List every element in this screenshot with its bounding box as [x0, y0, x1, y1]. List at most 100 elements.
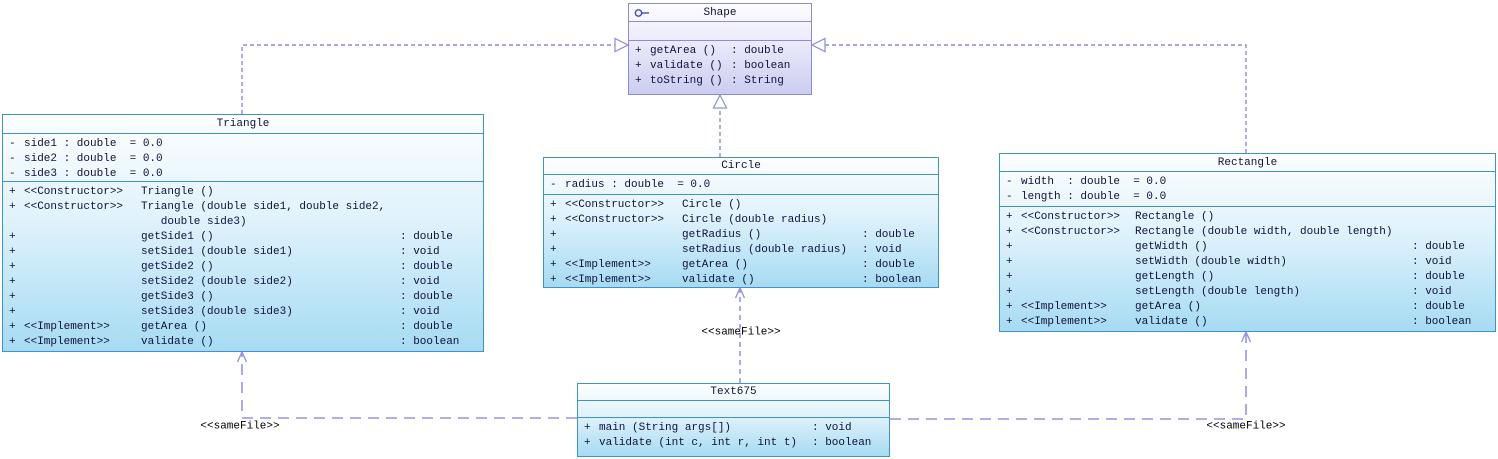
class-title-bar[interactable]: Triangle	[3, 115, 483, 134]
class-title-text: Shape	[703, 7, 737, 19]
stereotype-text: <<Implement>>	[1021, 316, 1107, 328]
attribute-row[interactable]: -side1 : double = 0.0	[3, 137, 483, 152]
class-title-text: Circle	[721, 160, 761, 172]
visibility-symbol: +	[1006, 226, 1013, 238]
method-row[interactable]: +<<Implement>>getArea (): double	[3, 320, 483, 335]
dependency-line[interactable]	[241, 352, 577, 419]
attribute-row[interactable]: -width : double = 0.0	[1000, 175, 1495, 190]
method-return-type: : void	[400, 276, 440, 288]
class-text675[interactable]: Text675 +main (String args[]): void+valid…	[577, 383, 890, 457]
method-name: getLength ()	[1135, 271, 1215, 283]
class-rectangle[interactable]: Rectangle -width : double = 0.0-length : …	[999, 153, 1496, 332]
method-row[interactable]: +getRadius (): double	[544, 228, 938, 243]
method-row[interactable]: +getWidth (): double	[1000, 240, 1495, 255]
method-row[interactable]: +setSide2 (double side2): void	[3, 275, 483, 290]
stereotype-text: <<Constructor>>	[565, 199, 665, 211]
method-name: setSide2 (double side2)	[141, 276, 293, 288]
method-row[interactable]: +setWidth (double width): void	[1000, 255, 1495, 270]
method-row[interactable]: +<<Constructor>>Circle ()	[544, 198, 938, 213]
connector-rectangle-implements-shape[interactable]	[810, 37, 1247, 154]
realization-line[interactable]	[825, 44, 1247, 153]
method-row[interactable]: +getSide2 (): double	[3, 260, 483, 275]
class-title-bar[interactable]: Shape	[629, 4, 811, 22]
methods-compartment: +getArea (): double+validate (): boolean…	[629, 41, 811, 89]
stereotype-text: <<Implement>>	[24, 321, 110, 333]
method-return-type: : void	[1412, 256, 1452, 268]
method-row[interactable]: double side3)	[3, 215, 483, 230]
visibility-symbol: +	[9, 321, 16, 333]
method-row[interactable]: +<<Constructor>>Rectangle (double width,…	[1000, 225, 1495, 240]
method-return-type	[862, 213, 934, 228]
connector-text675-samefile-rectangle[interactable]	[890, 330, 1252, 420]
method-return-type	[400, 200, 479, 215]
attributes-compartment	[629, 22, 811, 41]
visibility-symbol: +	[550, 199, 557, 211]
method-row[interactable]: +getArea (): double	[629, 44, 811, 59]
connector-triangle-implements-shape[interactable]	[241, 37, 630, 115]
visibility-symbol: +	[550, 229, 557, 241]
method-row[interactable]: +setSide3 (double side3): void	[3, 305, 483, 320]
stereotype-text	[1021, 240, 1135, 255]
method-row[interactable]: +main (String args[]): void	[578, 421, 889, 436]
stereotype-text: <<Implement>>	[24, 336, 110, 348]
stereotype-text: <<Constructor>>	[1021, 211, 1121, 223]
method-row[interactable]: +validate (int c, int r, int t): boolean	[578, 436, 889, 451]
attributes-compartment: -side1 : double = 0.0-side2 : double = 0…	[3, 134, 483, 182]
method-return-type: : void	[862, 244, 902, 256]
method-name: getSide3 ()	[141, 291, 214, 303]
class-title-bar[interactable]: Text675	[578, 384, 889, 401]
stereotype-label-text675-samefile-rectangle[interactable]: <<sameFile>>	[1206, 420, 1286, 433]
attribute-row[interactable]: -side2 : double = 0.0	[3, 152, 483, 167]
method-return-type: : double	[731, 45, 784, 57]
method-row[interactable]: +<<Constructor>>Triangle ()	[3, 185, 483, 200]
method-return-type: : double	[1412, 241, 1465, 253]
method-row[interactable]: +toString (): String	[629, 74, 811, 89]
attribute-row[interactable]: -length : double = 0.0	[1000, 190, 1495, 205]
stereotype-text: <<Implement>>	[1021, 301, 1107, 313]
visibility-symbol: +	[635, 60, 642, 72]
method-row[interactable]: +<<Constructor>>Triangle (double side1, …	[3, 200, 483, 215]
realization-line[interactable]	[241, 44, 615, 114]
attribute-text: side1 : double = 0.0	[24, 138, 163, 150]
hollow-triangle-arrowhead	[810, 37, 826, 53]
visibility-symbol: +	[550, 259, 557, 271]
method-row[interactable]: +<<Implement>>validate (): boolean	[544, 273, 938, 288]
method-return-type	[400, 215, 479, 230]
visibility-symbol: +	[9, 306, 16, 318]
method-row[interactable]: +<<Implement>>validate (): boolean	[3, 335, 483, 350]
stereotype-label-text675-samefile-circle[interactable]: <<sameFile>>	[701, 326, 781, 339]
stereotype-label-text675-samefile-triangle[interactable]: <<sameFile>>	[200, 420, 280, 433]
method-row[interactable]: +<<Implement>>validate (): boolean	[1000, 315, 1495, 330]
attribute-row[interactable]: -side3 : double = 0.0	[3, 167, 483, 181]
stereotype-text: <<Constructor>>	[1021, 226, 1121, 238]
method-name: setSide1 (double side1)	[141, 246, 293, 258]
class-title-bar[interactable]: Rectangle	[1000, 154, 1495, 172]
method-row[interactable]: +getSide1 (): double	[3, 230, 483, 245]
class-triangle[interactable]: Triangle-side1 : double = 0.0-side2 : do…	[2, 114, 484, 352]
dependency-line[interactable]	[890, 332, 1247, 420]
attribute-row[interactable]: -radius : double = 0.0	[544, 178, 938, 193]
method-row[interactable]: +getLength (): double	[1000, 270, 1495, 285]
method-name: getWidth ()	[1135, 241, 1208, 253]
class-title-bar[interactable]: Circle	[544, 158, 938, 175]
method-row[interactable]: +validate (): boolean	[629, 59, 811, 74]
method-row[interactable]: +getSide3 (): double	[3, 290, 483, 305]
class-shape[interactable]: Shape +getArea (): double+validate (): bo…	[628, 3, 812, 95]
visibility-symbol: -	[550, 179, 557, 191]
method-name: Rectangle ()	[1135, 211, 1215, 223]
class-circle[interactable]: Circle-radius : double = 0.0+<<Construct…	[543, 157, 939, 288]
method-row[interactable]: +setSide1 (double side1): void	[3, 245, 483, 260]
method-row[interactable]: +setLength (double length): void	[1000, 285, 1495, 300]
methods-compartment: +<<Constructor>>Triangle ()+<<Constructo…	[3, 182, 483, 350]
connector-text675-samefile-triangle[interactable]	[236, 350, 578, 419]
method-return-type	[862, 198, 934, 213]
method-row[interactable]: +<<Constructor>>Circle (double radius)	[544, 213, 938, 228]
connector-circle-implements-shape[interactable]	[712, 93, 728, 157]
method-row[interactable]: +<<Implement>>getArea (): double	[544, 258, 938, 273]
method-row[interactable]: +setRadius (double radius): void	[544, 243, 938, 258]
method-row[interactable]: +<<Implement>>getArea (): double	[1000, 300, 1495, 315]
method-row[interactable]: +<<Constructor>>Rectangle ()	[1000, 210, 1495, 225]
stereotype-text	[24, 215, 141, 230]
stereotype-text	[1021, 255, 1135, 270]
